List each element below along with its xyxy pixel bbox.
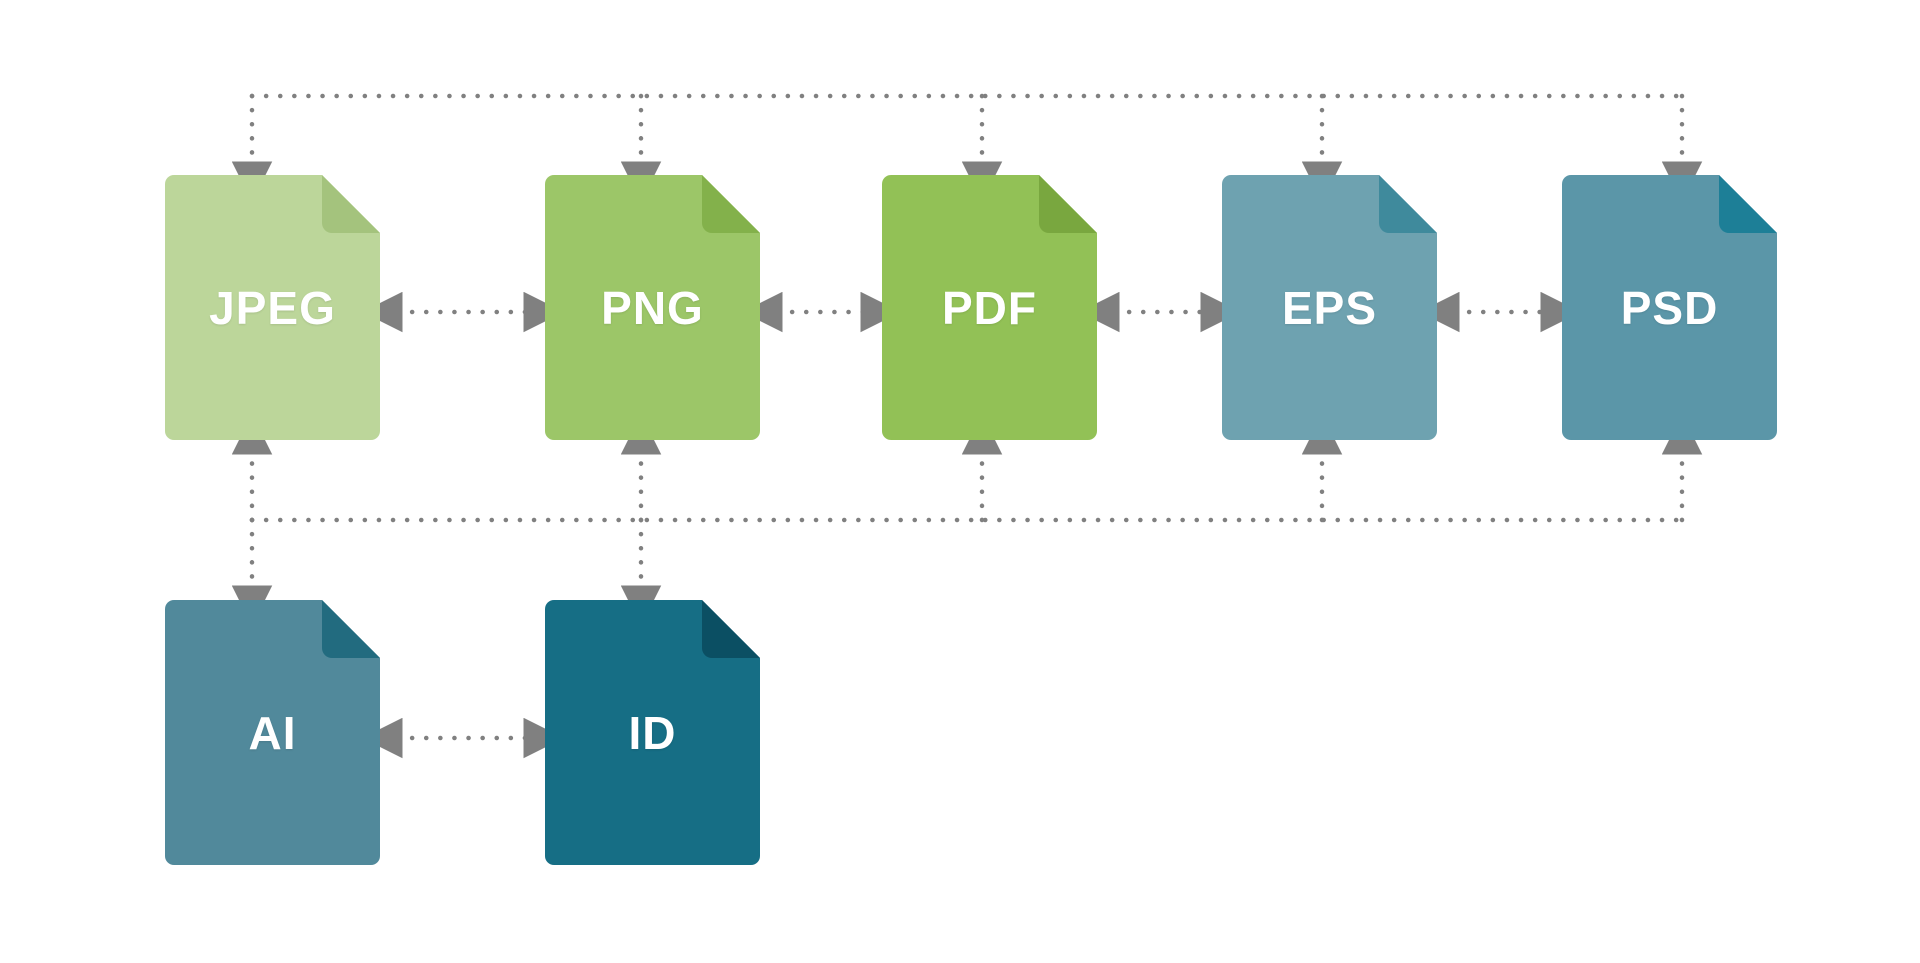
connector-bottom-bus [231, 414, 1703, 626]
file-label: AI [248, 706, 297, 759]
file-node-eps[interactable]: EPS [1222, 175, 1437, 440]
file-node-pdf[interactable]: PDF [882, 175, 1097, 440]
file-node-ai[interactable]: AI [165, 600, 380, 865]
file-fold-corner-icon [702, 600, 760, 658]
file-label: PSD [1620, 281, 1719, 334]
file-fold-corner-icon [322, 175, 380, 233]
file-fold-corner-icon [322, 600, 380, 658]
file-fold-corner-icon [1039, 175, 1097, 233]
file-node-psd[interactable]: PSD [1562, 175, 1777, 440]
file-fold-corner-icon [702, 175, 760, 233]
file-node-jpeg[interactable]: JPEG [165, 175, 380, 440]
connector-top-bus [231, 93, 1703, 202]
file-label: PDF [942, 281, 1037, 334]
file-label: ID [628, 706, 677, 759]
file-label: PNG [601, 281, 704, 334]
file-fold-corner-icon [1379, 175, 1437, 233]
file-fold-corner-icon [1719, 175, 1777, 233]
file-label: JPEG [209, 281, 336, 334]
file-node-id[interactable]: ID [545, 600, 760, 865]
file-label: EPS [1281, 281, 1378, 334]
file-node-png[interactable]: PNG [545, 175, 760, 440]
